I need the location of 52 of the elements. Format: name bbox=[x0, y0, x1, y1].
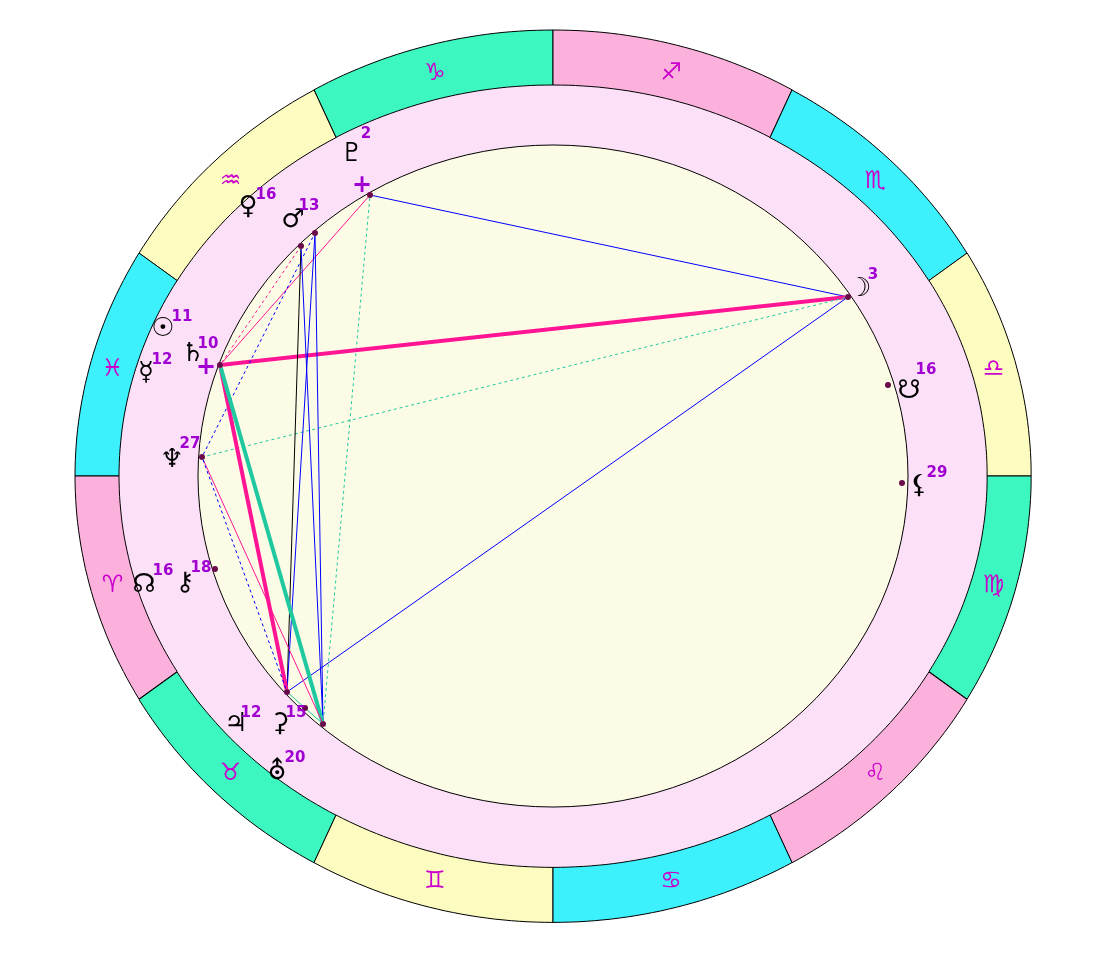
aspect-line bbox=[372, 195, 846, 297]
planet-point bbox=[885, 382, 891, 388]
aspect-line bbox=[204, 297, 846, 457]
zodiac-symbol: ♋ bbox=[660, 868, 682, 893]
aspect-line bbox=[202, 459, 287, 690]
plus-mark: + bbox=[351, 172, 373, 196]
zodiac-symbol: ♒ bbox=[219, 168, 242, 193]
zodiac-symbol: ♉ bbox=[219, 759, 242, 784]
aspect-line bbox=[221, 196, 369, 364]
planet-symbol: ☋ bbox=[897, 376, 921, 402]
planet-point bbox=[367, 192, 373, 198]
degree-number: 3 bbox=[867, 266, 879, 282]
degree-number: 29 bbox=[926, 464, 948, 480]
aspect-line bbox=[202, 459, 323, 722]
zodiac-symbol: ♎ bbox=[982, 355, 1005, 380]
degree-number: 27 bbox=[179, 435, 201, 451]
planet-symbol: ♀ bbox=[238, 192, 258, 218]
degree-number: 20 bbox=[284, 749, 306, 765]
degree-number: 16 bbox=[255, 186, 277, 202]
planet-point bbox=[199, 454, 205, 460]
zodiac-symbol: ♌ bbox=[864, 759, 887, 784]
zodiac-symbol: ♏ bbox=[864, 168, 887, 193]
zodiac-symbol: ♑ bbox=[424, 59, 446, 84]
planet-point bbox=[320, 721, 326, 727]
degree-number: 16 bbox=[152, 562, 174, 578]
zodiac-symbol: ♍ bbox=[982, 572, 1005, 597]
planet-point bbox=[899, 480, 905, 486]
planet-symbol: ♇ bbox=[340, 139, 364, 165]
zodiac-symbol: ♓ bbox=[101, 355, 124, 380]
planet-point bbox=[217, 362, 223, 368]
degree-number: 12 bbox=[151, 351, 173, 367]
aspect-line bbox=[288, 693, 322, 723]
planet-point bbox=[212, 566, 218, 572]
degree-number: 2 bbox=[360, 125, 372, 141]
aspect-line bbox=[221, 248, 300, 363]
aspect-line bbox=[288, 298, 847, 691]
planet-point bbox=[845, 294, 851, 300]
aspect-line bbox=[314, 235, 324, 722]
degree-number: 18 bbox=[190, 559, 212, 575]
zodiac-symbol: ♊ bbox=[424, 868, 446, 893]
planet-point bbox=[312, 230, 318, 236]
planet-symbol: ☿ bbox=[138, 358, 154, 384]
planet-point bbox=[298, 243, 304, 249]
zodiac-symbol: ♈ bbox=[101, 572, 124, 597]
planet-point bbox=[284, 689, 290, 695]
aspect-line bbox=[202, 235, 315, 455]
degree-number: 11 bbox=[171, 308, 193, 324]
planet-point bbox=[302, 705, 308, 711]
aspect-line bbox=[222, 295, 846, 367]
zodiac-symbol: ♐ bbox=[660, 59, 682, 84]
aspect-line bbox=[218, 367, 325, 722]
degree-number: 16 bbox=[915, 361, 937, 377]
